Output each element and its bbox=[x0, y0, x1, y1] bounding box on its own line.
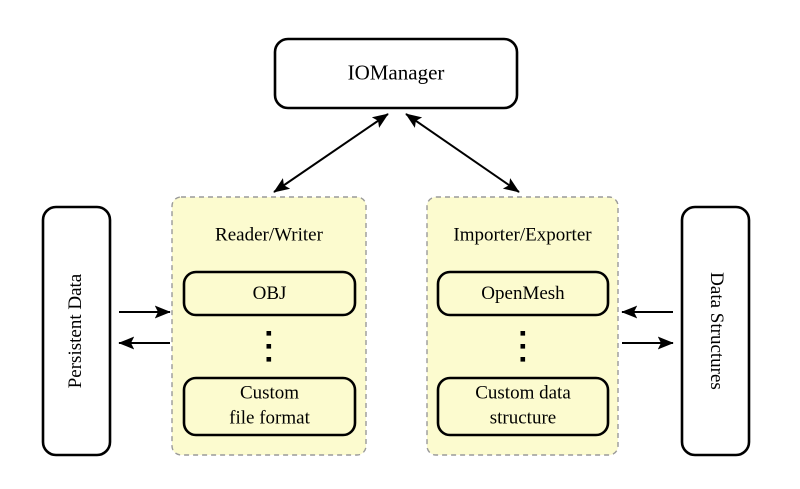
custom-data-structure-box[interactable] bbox=[436, 376, 610, 437]
ellipsis-dot bbox=[266, 344, 272, 349]
data-structures-label: Data Structures bbox=[706, 272, 727, 390]
ellipsis-dot bbox=[520, 344, 526, 349]
node-custom-file-format[interactable]: Custom file format bbox=[182, 376, 357, 437]
panel-importer-exporter[interactable]: Importer/Exporter OpenMesh Custom data s… bbox=[426, 196, 619, 456]
persistent-data-box[interactable] bbox=[41, 205, 112, 457]
custom-data-structure-label-line1: Custom data bbox=[475, 382, 571, 403]
persistent-data-label: Persistent Data bbox=[65, 273, 86, 388]
openmesh-box[interactable] bbox=[436, 270, 610, 317]
node-openmesh[interactable]: OpenMesh bbox=[436, 270, 610, 317]
iomanager-label: IOManager bbox=[348, 60, 445, 84]
node-custom-data-structure[interactable]: Custom data structure bbox=[436, 376, 610, 437]
reader-writer-panel-label: Reader/Writer bbox=[215, 224, 324, 245]
edge-iomanager-reader-writer bbox=[273, 113, 389, 193]
custom-file-format-box[interactable] bbox=[182, 376, 357, 437]
obj-box[interactable] bbox=[182, 270, 357, 317]
importer-exporter-panel-label: Importer/Exporter bbox=[453, 224, 592, 245]
ellipsis-importer-exporter bbox=[520, 331, 526, 362]
ellipsis-reader-writer bbox=[266, 331, 272, 362]
ellipsis-dot bbox=[520, 331, 526, 336]
panel-reader-writer[interactable]: Reader/Writer OBJ Custom file format bbox=[171, 196, 367, 456]
edge-iomanager-importer-exporter bbox=[405, 113, 520, 193]
custom-file-format-label-line1: Custom bbox=[240, 382, 299, 403]
node-obj[interactable]: OBJ bbox=[182, 270, 357, 317]
custom-file-format-label-line2: file format bbox=[229, 407, 310, 428]
iomanager-box[interactable] bbox=[273, 37, 519, 110]
node-data-structures[interactable]: Data Structures bbox=[680, 205, 751, 457]
openmesh-label: OpenMesh bbox=[481, 283, 565, 304]
ellipsis-dot bbox=[266, 357, 272, 362]
node-iomanager[interactable]: IOManager bbox=[273, 37, 519, 110]
connections-layer bbox=[118, 113, 674, 350]
data-structures-box[interactable] bbox=[680, 205, 751, 457]
ellipsis-dot bbox=[266, 331, 272, 336]
custom-data-structure-label-line2: structure bbox=[490, 407, 556, 428]
obj-label: OBJ bbox=[253, 283, 287, 304]
node-persistent-data[interactable]: Persistent Data bbox=[41, 205, 112, 457]
ellipsis-dot bbox=[520, 357, 526, 362]
